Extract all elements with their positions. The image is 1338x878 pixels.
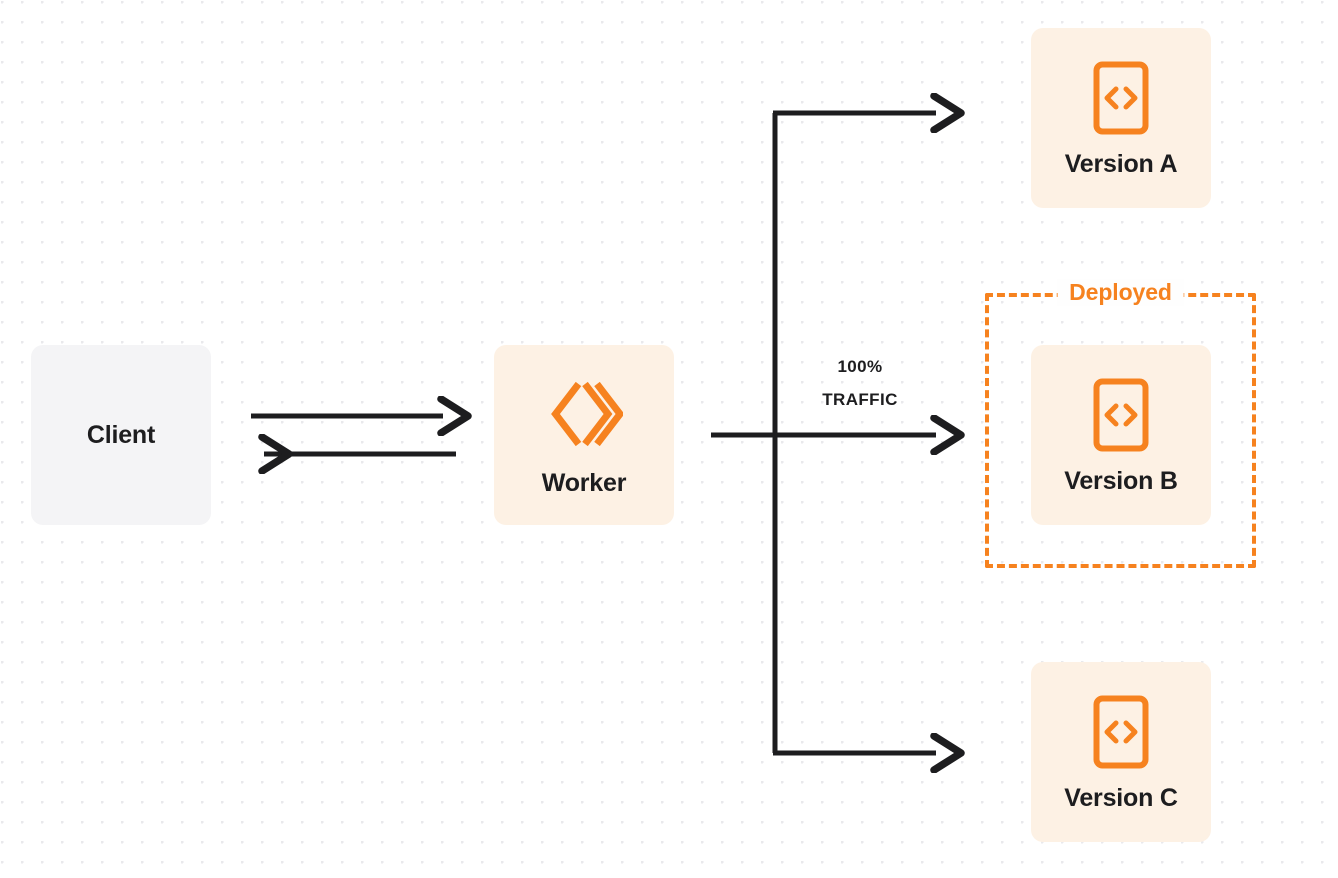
- node-version-c-label: Version C: [1064, 783, 1178, 812]
- code-file-icon: [1092, 60, 1150, 136]
- group-deployed: Deployed: [985, 278, 1256, 568]
- node-client[interactable]: Client: [31, 345, 211, 525]
- node-client-label: Client: [86, 420, 156, 449]
- node-worker-label: Worker: [541, 468, 627, 497]
- node-version-c[interactable]: Version C: [1031, 662, 1211, 842]
- group-deployed-label: Deployed: [1057, 278, 1184, 306]
- node-version-b[interactable]: Version B: [1031, 345, 1211, 525]
- traffic-percent-value: 100%: [837, 357, 883, 376]
- code-file-icon: [1092, 694, 1150, 770]
- node-worker[interactable]: Worker: [494, 345, 674, 525]
- node-version-a[interactable]: Version A: [1031, 28, 1211, 208]
- code-file-icon: [1092, 377, 1150, 453]
- node-version-a-label: Version A: [1064, 149, 1178, 178]
- cloudflare-workers-logo-icon: [545, 375, 625, 453]
- node-version-b-label: Version B: [1064, 466, 1178, 495]
- traffic-percentage-label: 100% TRAFFIC: [800, 350, 920, 416]
- traffic-unit-label: TRAFFIC: [822, 390, 898, 410]
